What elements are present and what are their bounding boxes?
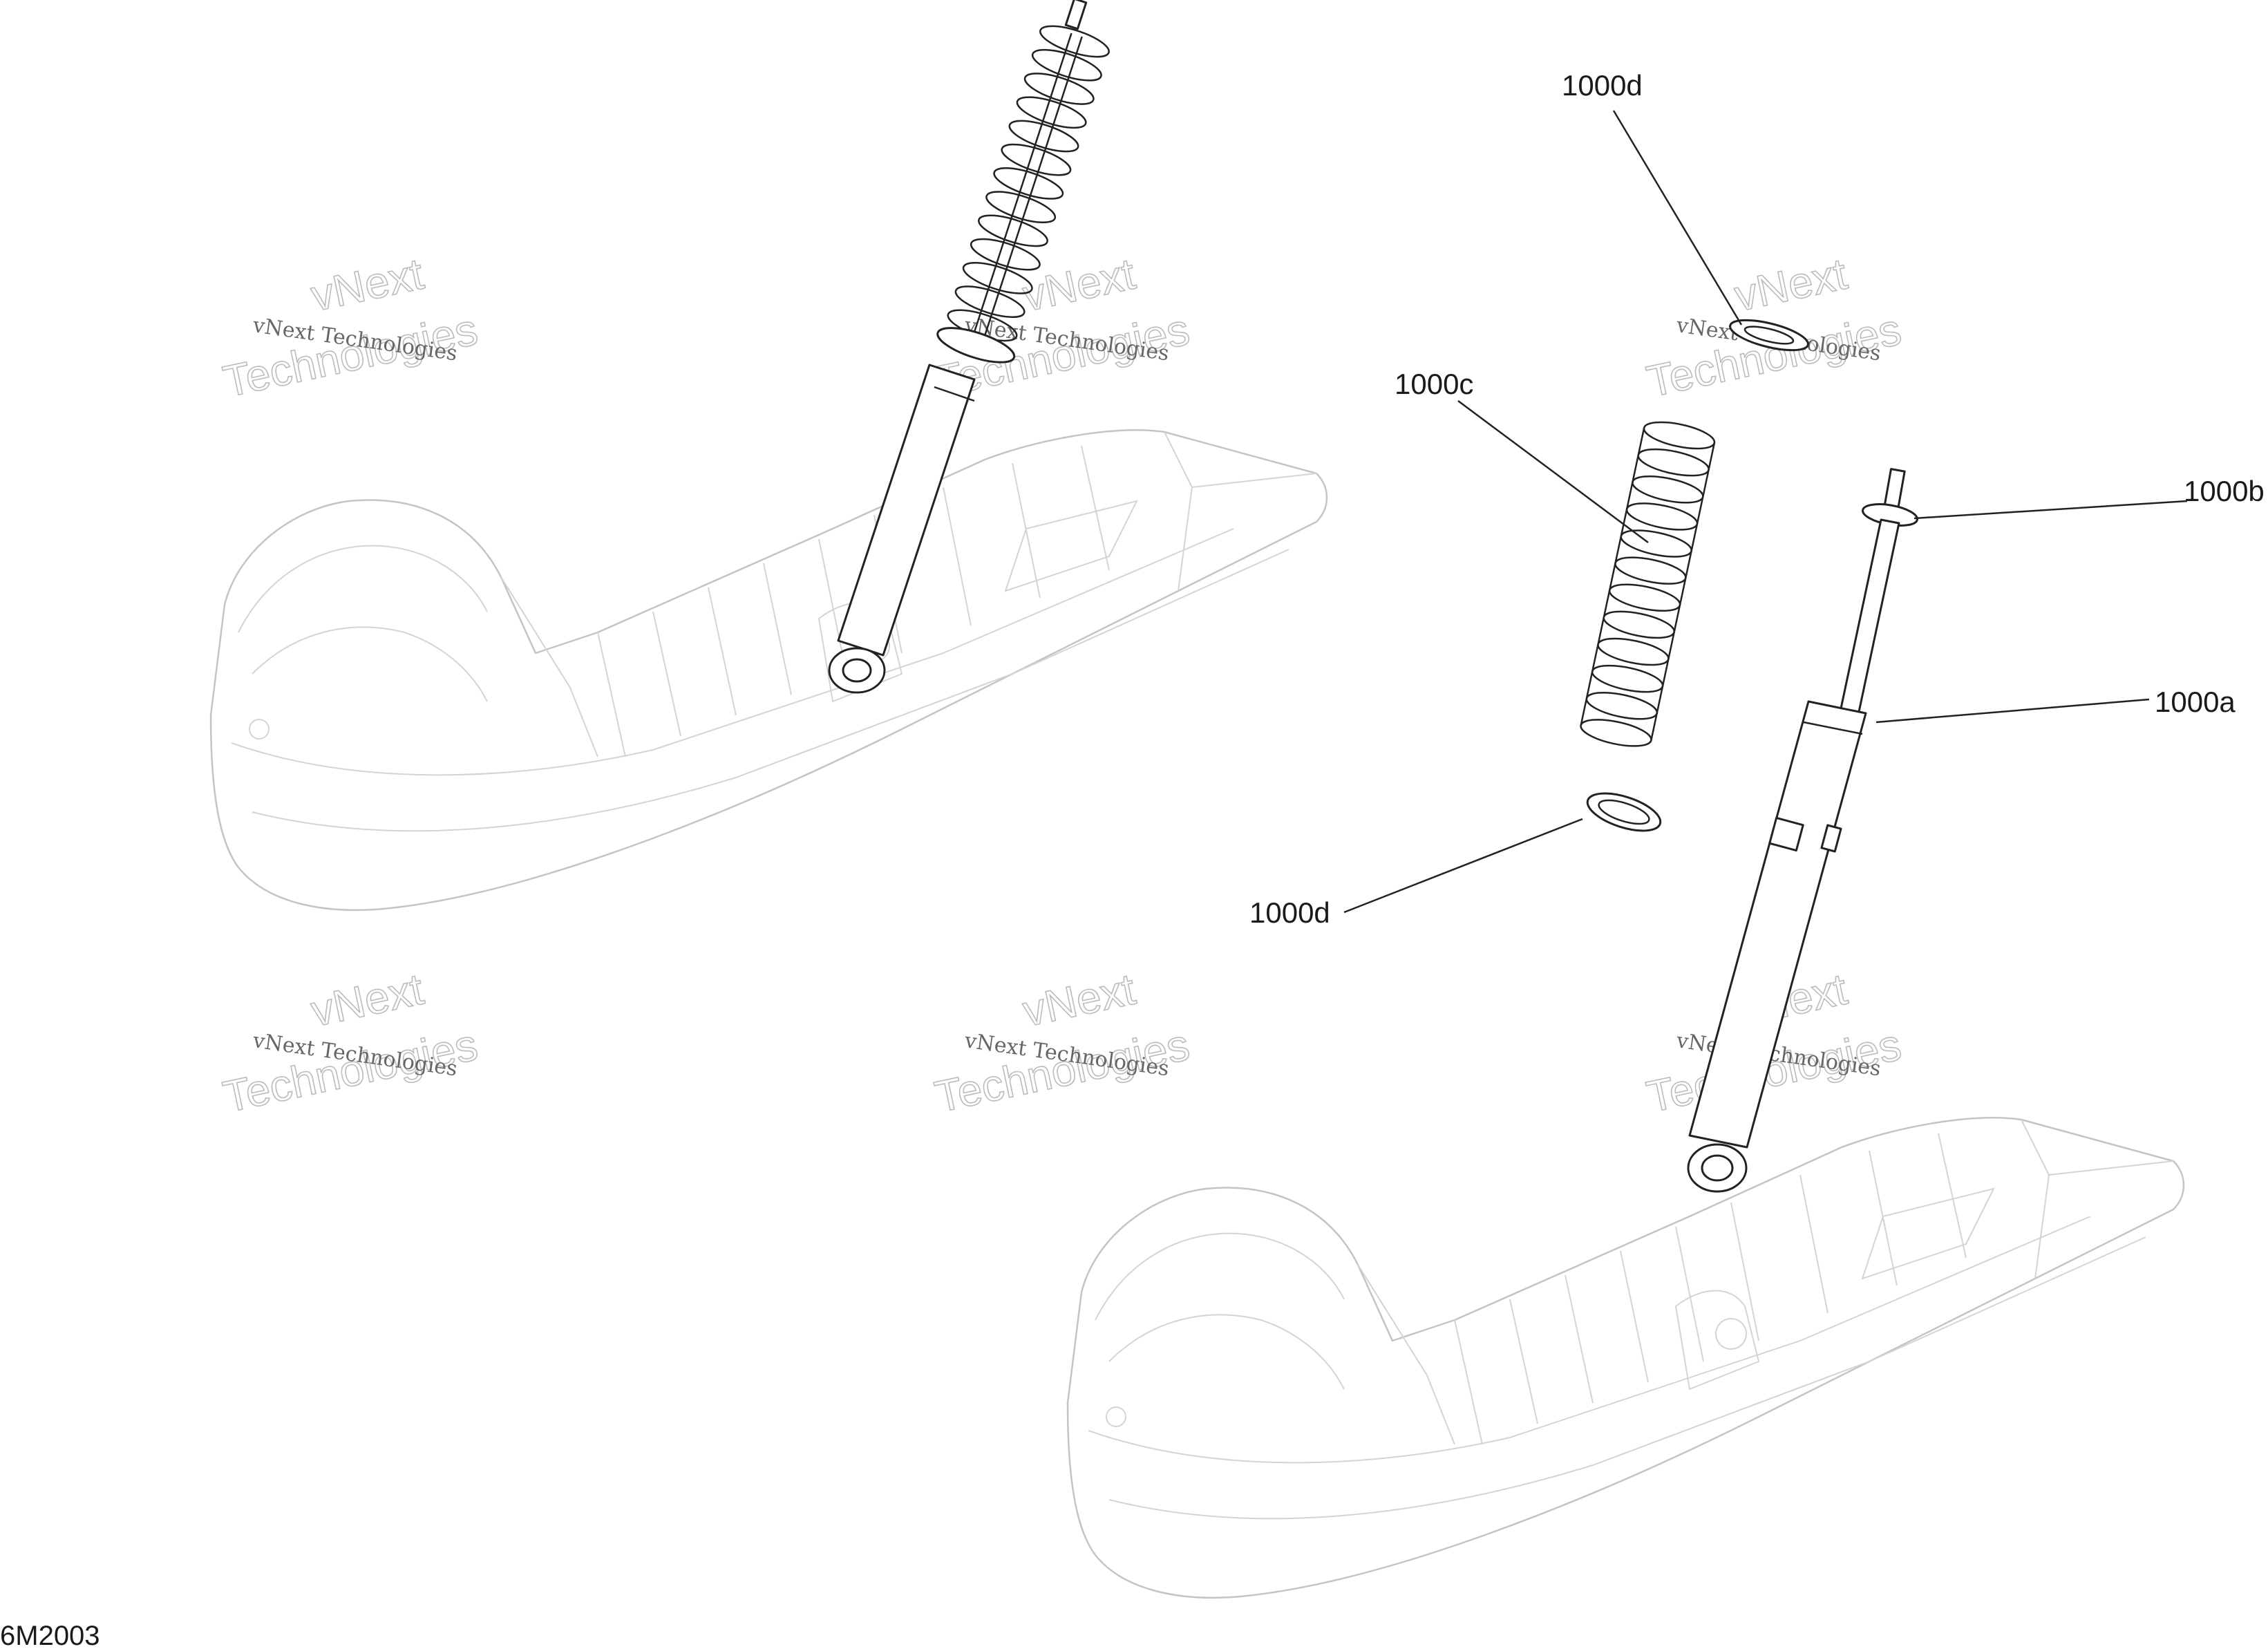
assembled-shock: [828, 0, 1113, 694]
watermark: vNext Technologies vNext Technologies: [930, 963, 1194, 1122]
svg-text:vNext: vNext: [1019, 964, 1140, 1036]
figure-id: 6M2003: [0, 1621, 100, 1649]
svg-text:vNext: vNext: [307, 249, 428, 321]
leader-lines: [1343, 110, 2188, 914]
callouts: 1000d 1000c 1000b 1000a 1000d: [1249, 69, 2265, 929]
svg-text:vNext: vNext: [1730, 249, 1851, 321]
damper: [1687, 468, 1918, 1193]
callout-1000a: 1000a: [2155, 686, 2236, 718]
callout-1000b: 1000b: [2184, 475, 2265, 507]
washer-bottom: [1586, 792, 1662, 832]
ski-lower: [1066, 1117, 2185, 1599]
watermark-group: vNext Technologies vNext Technologies vN…: [218, 248, 1906, 1122]
callout-1000d-bottom: 1000d: [1249, 896, 1330, 929]
callout-1000c: 1000c: [1395, 368, 1473, 400]
callout-1000d-top: 1000d: [1562, 69, 1643, 102]
watermark: vNext Technologies vNext Technologies: [218, 248, 482, 407]
ski-upper: [209, 429, 1328, 912]
svg-text:vNext: vNext: [307, 964, 428, 1036]
watermark: vNext Technologies vNext Technologies: [218, 963, 482, 1122]
washer-top: [1729, 319, 1809, 352]
spring: [1578, 416, 1718, 753]
watermark: vNext Technologies vNext Technologies: [1642, 248, 1906, 407]
